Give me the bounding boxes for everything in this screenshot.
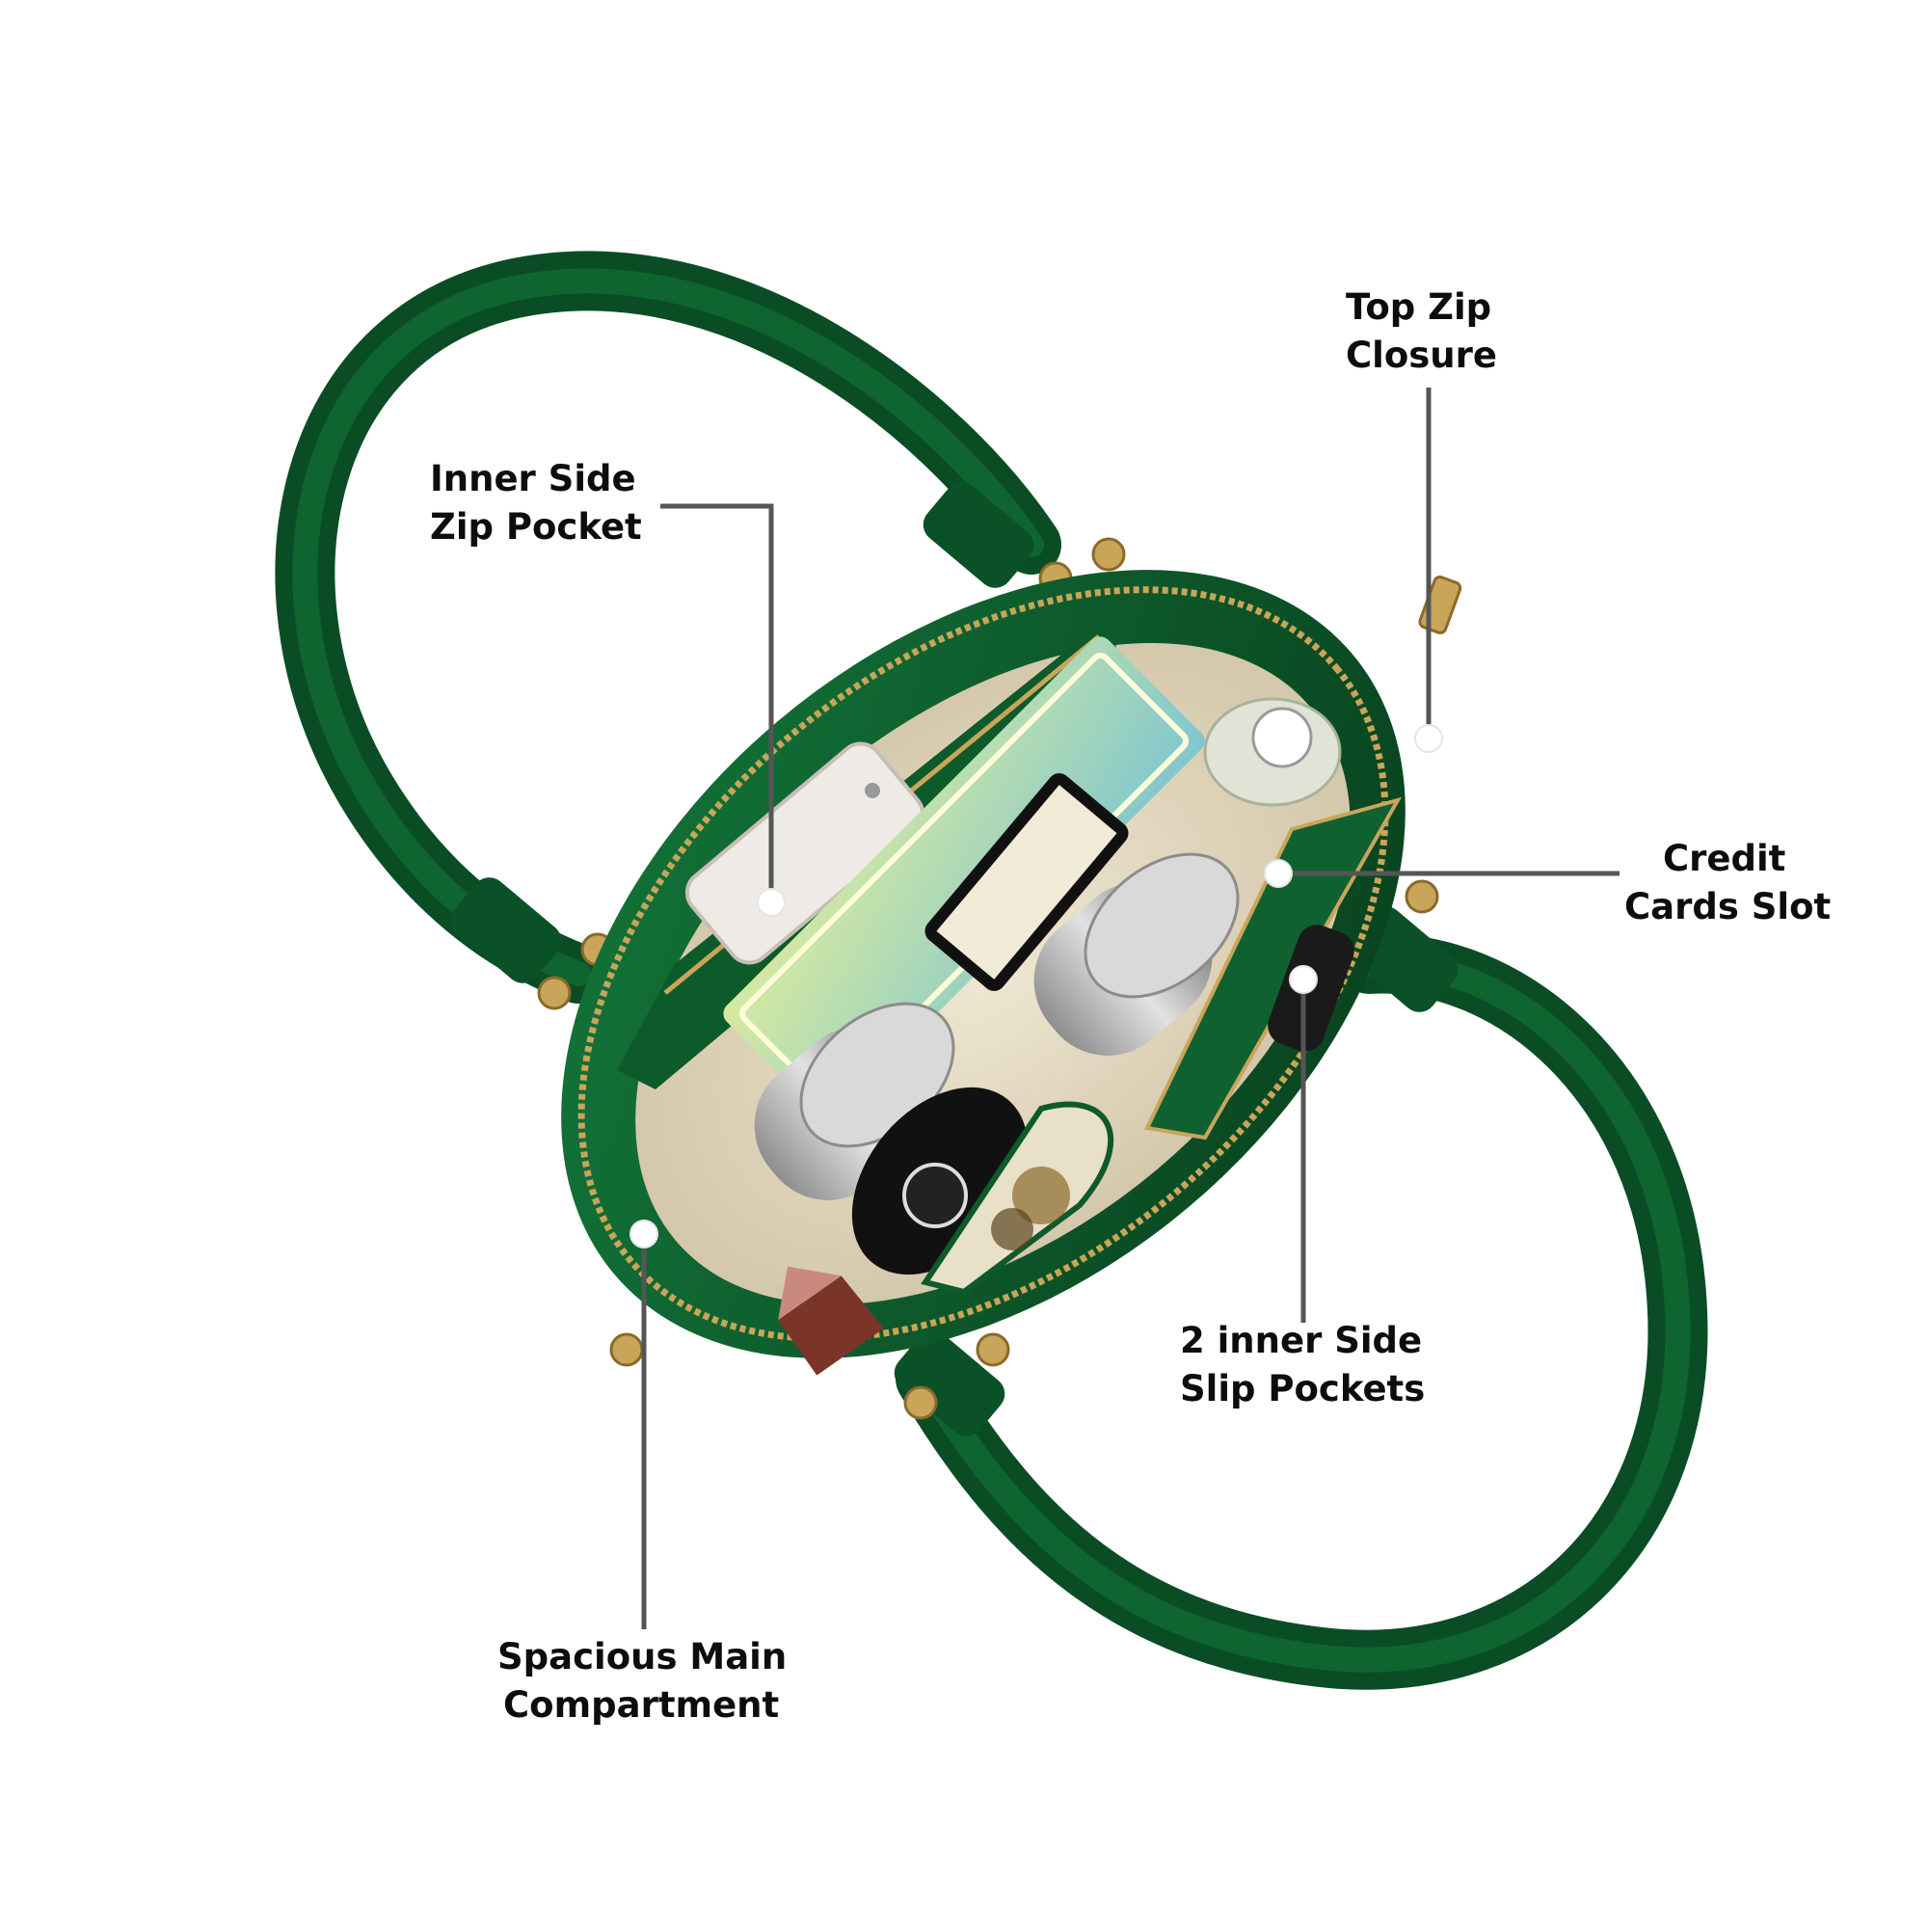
callout-text-line2: Zip Pocket <box>430 506 642 548</box>
callout-dot <box>629 1220 658 1248</box>
callout-dot <box>1289 965 1318 994</box>
callout-inner-zip-pocket: Inner Side Zip Pocket <box>430 455 642 551</box>
leader-lines <box>641 388 1620 1629</box>
callout-text-line1: 2 inner Side <box>1180 1320 1423 1361</box>
zip-pull <box>1418 576 1462 634</box>
callout-dot <box>1414 724 1443 753</box>
callout-top-zip-closure: Top Zip Closure <box>1346 283 1497 380</box>
callout-text-line2: Cards Slot <box>1624 886 1832 927</box>
gold-hardware <box>537 537 1439 1420</box>
callout-text-line1: Credit <box>1663 838 1786 879</box>
handle-bottom-right <box>896 933 1708 1690</box>
callout-text-line2: Closure <box>1346 335 1497 376</box>
callout-text-line1: Inner Side <box>430 458 636 499</box>
lipstick <box>778 1266 884 1376</box>
perfume-bottle <box>1203 697 1342 807</box>
callout-slip-pockets: 2 inner Side Slip Pockets <box>1180 1317 1425 1413</box>
tin-containers <box>754 852 1240 1200</box>
handle-top-left <box>275 251 1061 1004</box>
callout-text-line2: Compartment <box>503 1684 780 1726</box>
callout-text-line1: Top Zip <box>1346 286 1492 328</box>
callout-dots <box>629 724 1443 1248</box>
small-notebook <box>924 773 1129 991</box>
callout-text-line2: Slip Pockets <box>1180 1368 1426 1409</box>
callout-main-compartment: Spacious Main Compartment <box>497 1633 787 1730</box>
slip-pocket <box>921 1101 1113 1296</box>
callout-credit-cards-slot: Credit Cards Slot <box>1624 835 1831 931</box>
callout-text-line1: Spacious Main <box>497 1636 788 1677</box>
callout-dot <box>1264 859 1293 888</box>
callout-dot <box>757 888 786 917</box>
